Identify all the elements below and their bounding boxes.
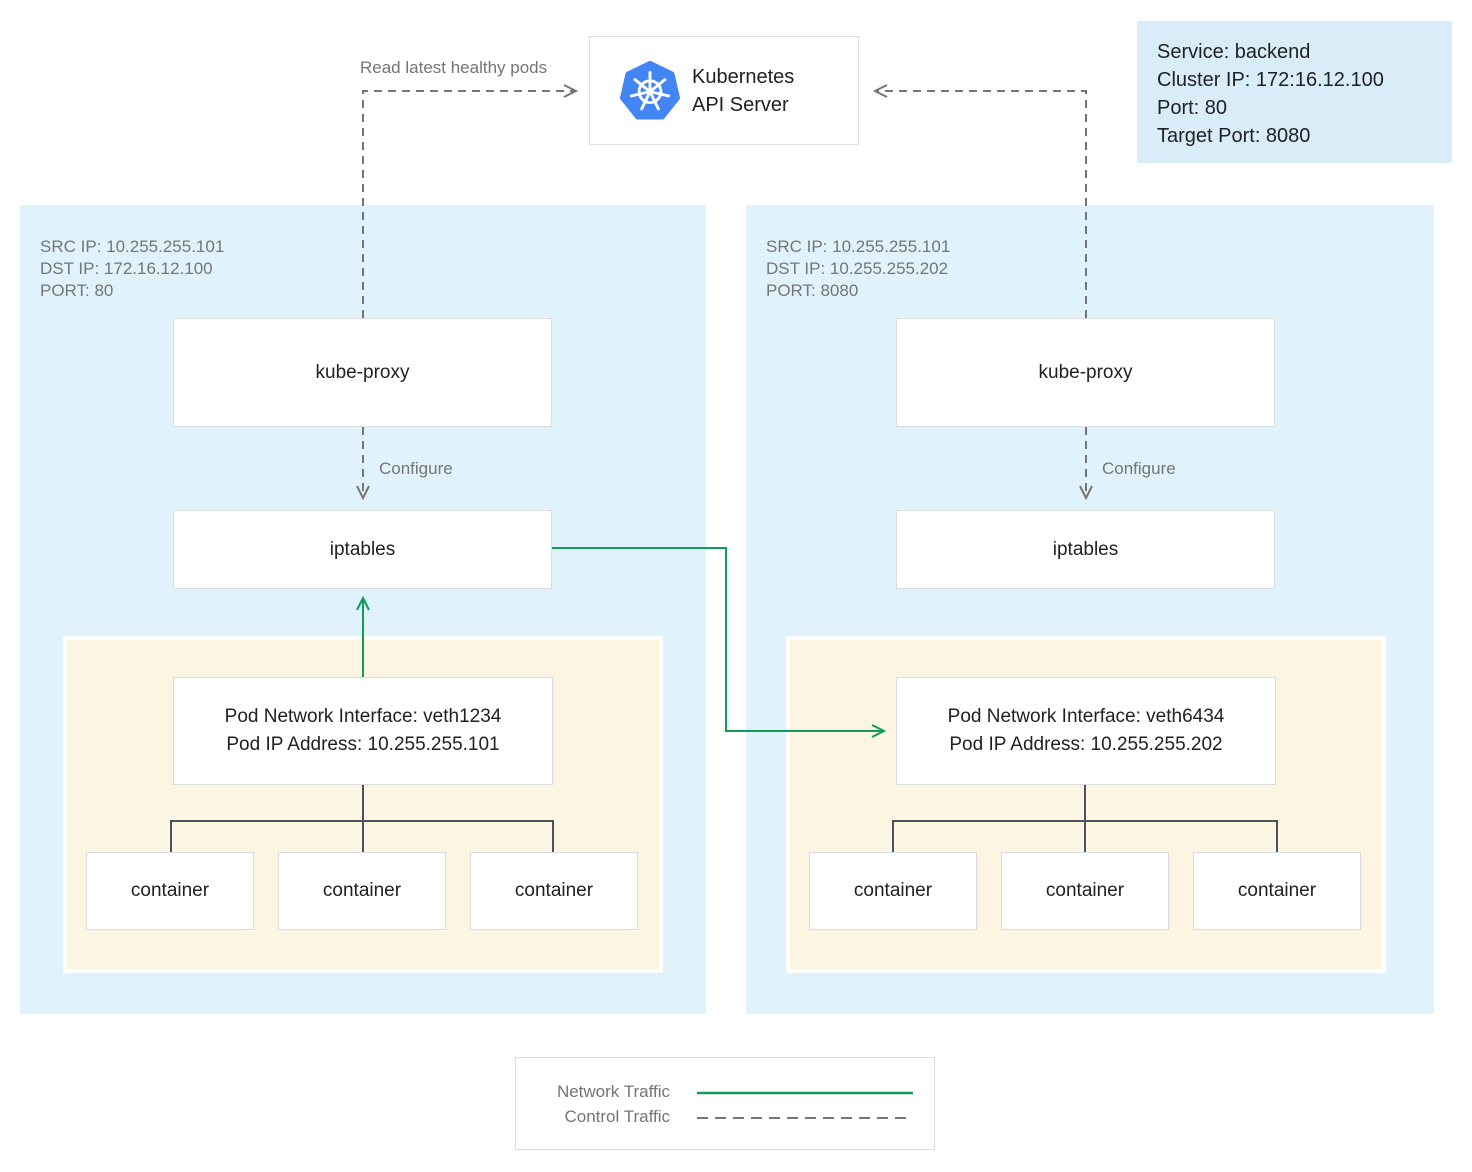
container-box: container [278, 852, 446, 930]
pod-interface-label-left: Pod Network Interface: veth1234 Pod IP A… [224, 706, 502, 755]
configure-label-right: Configure [1102, 459, 1176, 478]
node-right-meta: SRC IP: 10.255.255.101 DST IP: 10.255.25… [766, 237, 951, 300]
service-info-line: Target Port: 8080 [1157, 125, 1311, 147]
iptables-box-right: iptables [896, 510, 1275, 589]
pod-interface-label-right: Pod Network Interface: veth6434 Pod IP A… [947, 706, 1225, 755]
iptables-box-left: iptables [173, 510, 552, 589]
read-pods-label: Read latest healthy pods [360, 58, 548, 77]
kubernetes-helm-icon [619, 60, 681, 120]
service-info-line: Service: backend [1157, 41, 1311, 63]
service-info-box: Service: backend Cluster IP: 172:16.12.1… [1137, 21, 1452, 163]
container-box: container [1193, 852, 1361, 930]
service-info-line: Port: 80 [1157, 97, 1228, 119]
container-box: container [809, 852, 977, 930]
pod-interface-box-right: Pod Network Interface: veth6434 Pod IP A… [896, 677, 1276, 785]
container-box: container [1001, 852, 1169, 930]
api-server-box: Kubernetes API Server [589, 36, 859, 145]
api-server-label: Kubernetes API Server [692, 66, 795, 116]
configure-label-left: Configure [379, 459, 453, 478]
kube-proxy-box-right: kube-proxy [896, 318, 1275, 427]
container-box: container [470, 852, 638, 930]
legend-network-label: Network Traffic [556, 1082, 670, 1101]
service-info-line: Cluster IP: 172:16.12.100 [1157, 69, 1384, 91]
pod-interface-box-left: Pod Network Interface: veth1234 Pod IP A… [173, 677, 553, 785]
kube-proxy-box-left: kube-proxy [173, 318, 552, 427]
container-box: container [86, 852, 254, 930]
legend-box [515, 1057, 935, 1150]
node-left-meta: SRC IP: 10.255.255.101 DST IP: 172.16.12… [40, 237, 225, 300]
legend-control-label: Control Traffic [564, 1107, 670, 1126]
